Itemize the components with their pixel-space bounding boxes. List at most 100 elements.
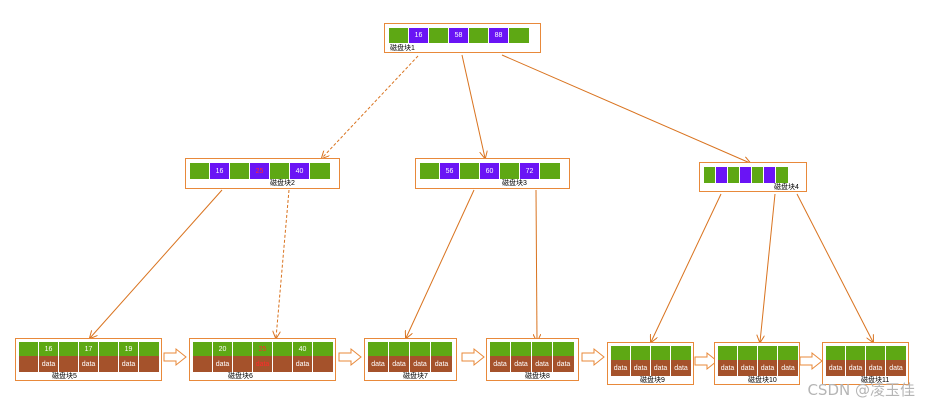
block-label: 磁盘块9 bbox=[640, 377, 665, 384]
data-cell bbox=[19, 356, 39, 372]
key-cell bbox=[368, 342, 389, 356]
block-3-cells: 56 60 72 bbox=[420, 163, 560, 179]
pointer-cell bbox=[273, 342, 293, 356]
pointer-cell bbox=[469, 28, 489, 43]
pointer-cell bbox=[509, 28, 529, 43]
data-cell: data bbox=[490, 356, 511, 372]
block-10-data-row: data data data data bbox=[718, 360, 798, 376]
block-label: 磁盘块11 bbox=[861, 377, 890, 384]
key-cell: 88 bbox=[489, 28, 509, 43]
key-cell bbox=[553, 342, 574, 356]
leaf-link-arrow-8-9 bbox=[581, 347, 605, 367]
pointer-cell bbox=[193, 342, 213, 356]
key-cell bbox=[716, 167, 728, 183]
pointer-cell bbox=[310, 163, 330, 179]
edge-b4-b10 bbox=[760, 193, 776, 342]
leaf-link-arrow-10-11 bbox=[799, 351, 823, 371]
data-cell bbox=[313, 356, 333, 372]
pointer-cell bbox=[540, 163, 560, 179]
block-4-cells bbox=[704, 167, 788, 183]
leaf-link-arrow-6-7 bbox=[338, 347, 362, 367]
block-label: 磁盘块8 bbox=[525, 373, 550, 380]
key-cell: 16 bbox=[409, 28, 429, 43]
pointer-cell bbox=[460, 163, 480, 179]
pointer-cell bbox=[270, 163, 290, 179]
data-cell bbox=[139, 356, 159, 372]
disk-block-6: 20 25 40 data data data 磁盘块6 bbox=[189, 338, 336, 381]
key-cell bbox=[886, 346, 906, 360]
key-cell bbox=[511, 342, 532, 356]
block-label: 磁盘块2 bbox=[270, 180, 295, 187]
edge-b4-b9 bbox=[651, 193, 722, 342]
pointer-cell bbox=[752, 167, 764, 183]
pointer-cell bbox=[230, 163, 250, 179]
data-cell: data bbox=[389, 356, 410, 372]
edge-b1-b3 bbox=[461, 54, 485, 158]
data-cell: data bbox=[611, 360, 631, 376]
block-7-key-row bbox=[368, 342, 452, 356]
data-cell: data bbox=[778, 360, 798, 376]
data-cell: data bbox=[39, 356, 59, 372]
key-cell bbox=[532, 342, 553, 356]
edge-b3-b7 bbox=[406, 189, 475, 338]
pointer-cell bbox=[233, 342, 253, 356]
block-8-key-row bbox=[490, 342, 574, 356]
key-cell bbox=[738, 346, 758, 360]
disk-block-11: data data data data 磁盘块11 bbox=[822, 342, 909, 385]
block-label: 磁盘块3 bbox=[502, 180, 527, 187]
watermark: CSDN @凌玉佳 bbox=[807, 381, 915, 399]
block-8-data-row: data data data data bbox=[490, 356, 574, 372]
block-10-key-row bbox=[718, 346, 798, 360]
key-cell bbox=[826, 346, 846, 360]
key-cell: 56 bbox=[440, 163, 460, 179]
key-cell-highlight: 25 bbox=[250, 163, 270, 179]
key-cell bbox=[611, 346, 631, 360]
data-cell bbox=[273, 356, 293, 372]
edge-b2-b6 bbox=[276, 189, 290, 338]
block-7-data-row: data data data data bbox=[368, 356, 452, 372]
key-cell: 17 bbox=[79, 342, 99, 356]
disk-block-7: data data data data 磁盘块7 bbox=[364, 338, 457, 381]
block-11-key-row bbox=[826, 346, 906, 360]
disk-block-9: data data data data 磁盘块9 bbox=[607, 342, 694, 385]
data-cell: data bbox=[651, 360, 671, 376]
edge-b1-b2 bbox=[322, 55, 419, 158]
edge-b2-b5 bbox=[90, 189, 223, 338]
key-cell: 72 bbox=[520, 163, 540, 179]
data-cell: data bbox=[79, 356, 99, 372]
key-cell: 58 bbox=[449, 28, 469, 43]
pointer-cell bbox=[429, 28, 449, 43]
key-cell: 60 bbox=[480, 163, 500, 179]
leaf-link-arrow-9-10 bbox=[694, 351, 718, 371]
key-cell bbox=[866, 346, 886, 360]
block-2-cells: 16 25 40 bbox=[190, 163, 330, 179]
key-cell: 16 bbox=[39, 342, 59, 356]
data-cell: data bbox=[758, 360, 778, 376]
key-cell bbox=[764, 167, 776, 183]
data-cell bbox=[99, 356, 119, 372]
block-label: 磁盘块4 bbox=[774, 184, 799, 191]
block-11-data-row: data data data data bbox=[826, 360, 906, 376]
data-cell bbox=[59, 356, 79, 372]
disk-block-5: 16 17 19 data data data 磁盘块5 bbox=[15, 338, 162, 381]
data-cell: data bbox=[410, 356, 431, 372]
data-cell bbox=[233, 356, 253, 372]
data-cell: data bbox=[631, 360, 651, 376]
key-cell bbox=[410, 342, 431, 356]
pointer-cell bbox=[420, 163, 440, 179]
pointer-cell bbox=[19, 342, 39, 356]
data-cell: data bbox=[718, 360, 738, 376]
block-label: 磁盘块1 bbox=[390, 45, 415, 52]
block-label: 磁盘块6 bbox=[228, 373, 253, 380]
disk-block-1: 16 58 88 磁盘块1 bbox=[384, 23, 541, 53]
disk-block-10: data data data data 磁盘块10 bbox=[714, 342, 800, 385]
data-cell-highlight: data bbox=[253, 356, 273, 372]
block-5-data-row: data data data bbox=[19, 356, 159, 372]
key-cell bbox=[490, 342, 511, 356]
data-cell: data bbox=[846, 360, 866, 376]
edge-b4-b11 bbox=[796, 193, 873, 342]
block-6-data-row: data data data bbox=[193, 356, 333, 372]
block-label: 磁盘块7 bbox=[403, 373, 428, 380]
data-cell: data bbox=[293, 356, 313, 372]
pointer-cell bbox=[728, 167, 740, 183]
